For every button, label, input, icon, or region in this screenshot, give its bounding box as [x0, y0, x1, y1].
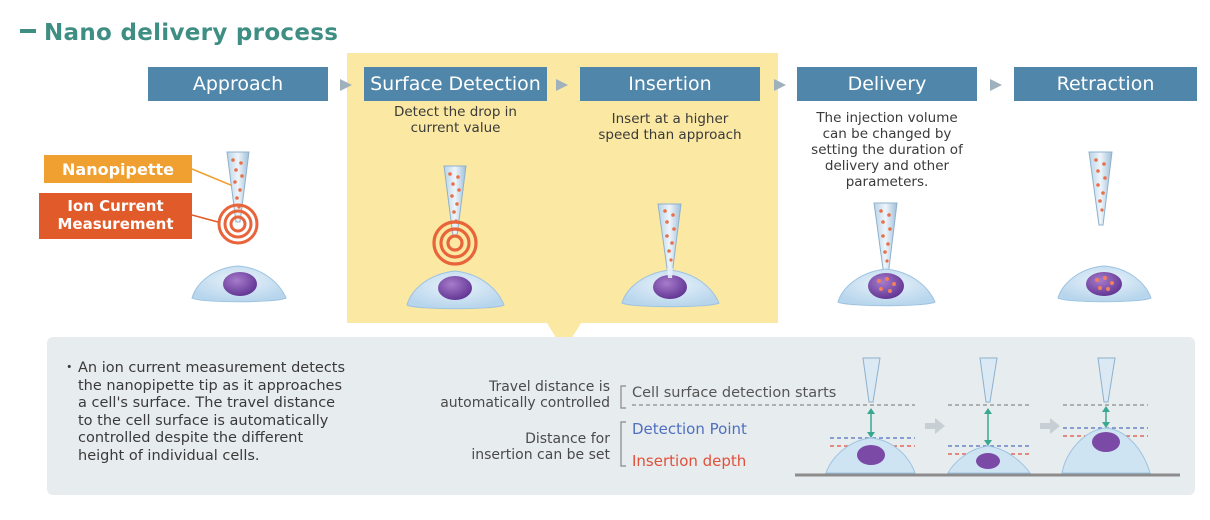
explanation-line: a cell's surface. The travel distance	[78, 395, 336, 411]
pipette-surface-detection	[443, 165, 467, 237]
desc-line: setting the duration of	[811, 142, 963, 158]
arrow-right-icon	[556, 79, 568, 91]
explanation-line: controlled despite the different	[78, 430, 304, 446]
nucleus	[438, 276, 472, 300]
nucleus	[1086, 272, 1122, 296]
ion-current-label-line: Ion Current	[67, 197, 164, 215]
explanation-line: to the cell surface is automatically	[78, 412, 329, 429]
step-delivery: Delivery	[797, 67, 977, 101]
arrow-right-icon	[990, 79, 1002, 91]
bracket-insertion	[620, 421, 626, 467]
desc-line: delivery and other	[824, 158, 950, 174]
desc-line: The injection volume	[816, 110, 958, 126]
desc-line: current value	[410, 120, 501, 136]
detail-stage-2	[947, 357, 1031, 474]
insertion-depth-text: Insertion depth	[632, 452, 747, 470]
desc-line: Detect the drop in	[393, 104, 517, 120]
nanopipette-label: Nanopipette	[44, 155, 192, 183]
desc-delivery: The injection volume can be changed by s…	[787, 110, 987, 190]
step-insertion: Insertion	[580, 67, 760, 101]
desc-surface-detection: Detect the drop in current value	[364, 104, 547, 136]
cell-surface-detection-text: Cell surface detection starts	[632, 385, 837, 401]
travel-line: automatically controlled	[440, 395, 610, 411]
arrow-right-icon	[1040, 418, 1060, 434]
ion-current-label-line: Measurement	[57, 215, 174, 233]
detail-stage-1	[632, 357, 916, 474]
ion-current-rings-approach	[217, 203, 259, 245]
nanopipette-connector	[191, 168, 234, 187]
nucleus	[223, 272, 257, 296]
ion-current-connector	[191, 214, 219, 223]
travel-distance-label: Travel distance is automatically control…	[400, 379, 610, 411]
insertion-line: Distance for	[525, 431, 610, 447]
desc-line: parameters.	[845, 174, 929, 190]
arrow-right-icon	[925, 418, 945, 434]
explanation-line-row: ・An ion current measurement detects	[62, 360, 382, 378]
cell-insertion	[621, 268, 720, 308]
page-title: Nano delivery process	[20, 20, 338, 46]
title-dash	[20, 28, 36, 33]
ion-current-rings-detection	[432, 220, 478, 266]
explanation-text: ・An ion current measurement detects the …	[62, 360, 382, 465]
explanation-line: height of individual cells.	[78, 447, 260, 464]
bracket-travel	[620, 385, 626, 409]
explanation-line: the nanopipette tip as it approaches	[78, 377, 343, 394]
nanopipette-label-text: Nanopipette	[62, 159, 174, 179]
cell-approach	[191, 265, 287, 303]
step-surface-detection: Surface Detection	[364, 67, 547, 101]
pipette-retraction	[1088, 151, 1113, 226]
detection-point-text: Detection Point	[632, 420, 747, 438]
arrow-right-icon	[774, 79, 786, 91]
cell-delivery	[837, 268, 936, 307]
step-label: Surface Detection	[370, 73, 541, 95]
step-label: Approach	[192, 73, 284, 95]
desc-line: can be changed by	[822, 126, 952, 142]
step-label: Delivery	[847, 73, 927, 95]
bullet: ・	[62, 360, 77, 376]
title-text: Nano delivery process	[44, 20, 339, 46]
insertion-line: insertion can be set	[471, 447, 610, 463]
arrow-right-icon	[340, 79, 352, 91]
desc-insertion: Insert at a higher speed than approach	[580, 111, 760, 143]
explanation-line: An ion current measurement detects	[78, 360, 346, 376]
nucleus	[868, 273, 904, 299]
cell-surface-detection	[406, 270, 505, 310]
step-label: Retraction	[1056, 73, 1155, 95]
cell-retraction	[1057, 265, 1152, 303]
pipette-delivery	[873, 202, 898, 277]
insertion-distance-label: Distance for insertion can be set	[400, 431, 610, 463]
step-approach: Approach	[148, 67, 328, 101]
ion-current-label: Ion Current Measurement	[39, 193, 192, 239]
step-label: Insertion	[628, 73, 712, 95]
nucleus	[653, 275, 687, 299]
desc-line: Insert at a higher	[611, 111, 729, 127]
travel-line: Travel distance is	[488, 379, 610, 395]
detail-stage-3	[1061, 357, 1151, 474]
desc-line: speed than approach	[598, 127, 742, 143]
pipette-approach	[226, 151, 250, 223]
step-retraction: Retraction	[1014, 67, 1197, 101]
